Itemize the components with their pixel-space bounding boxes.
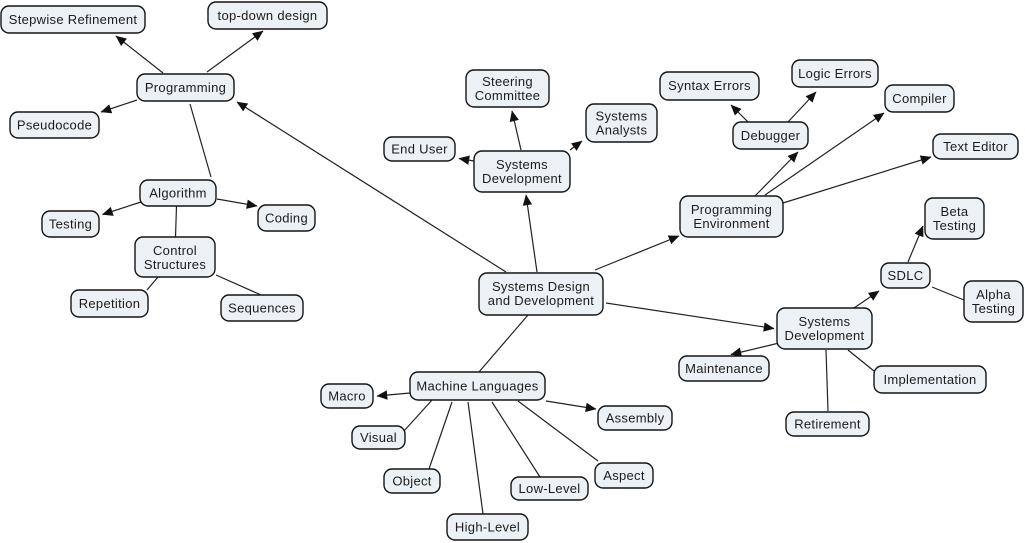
svg-text:Compiler: Compiler: [892, 91, 947, 106]
svg-text:Coding: Coding: [265, 211, 308, 226]
svg-text:Stepwise Refinement: Stepwise Refinement: [9, 12, 138, 27]
svg-text:Development: Development: [482, 171, 562, 186]
svg-text:Systems: Systems: [596, 109, 648, 124]
svg-text:Algorithm: Algorithm: [149, 186, 207, 201]
svg-text:Systems: Systems: [496, 157, 548, 172]
svg-text:End User: End User: [391, 142, 448, 157]
svg-text:Control: Control: [153, 243, 197, 258]
svg-text:Development: Development: [785, 328, 865, 343]
svg-text:Visual: Visual: [360, 430, 397, 445]
svg-text:Beta: Beta: [941, 204, 969, 219]
svg-text:Steering: Steering: [482, 74, 533, 89]
svg-text:top-down design: top-down design: [218, 8, 318, 23]
svg-text:Pseudocode: Pseudocode: [17, 118, 92, 133]
svg-text:Syntax Errors: Syntax Errors: [668, 78, 751, 93]
svg-text:Implementation: Implementation: [883, 372, 976, 387]
svg-text:and Development: and Development: [488, 293, 594, 308]
svg-text:Assembly: Assembly: [606, 411, 665, 426]
svg-text:Text Editor: Text Editor: [943, 139, 1008, 154]
svg-text:Aspect: Aspect: [603, 468, 645, 483]
svg-text:Systems: Systems: [799, 314, 851, 329]
svg-text:High-Level: High-Level: [455, 520, 520, 535]
svg-text:Object: Object: [392, 474, 431, 489]
svg-text:Alpha: Alpha: [976, 287, 1011, 302]
svg-text:Testing: Testing: [933, 218, 976, 233]
svg-text:Committee: Committee: [475, 88, 541, 103]
svg-text:Programming: Programming: [691, 202, 772, 217]
svg-text:Low-Level: Low-Level: [519, 481, 581, 496]
svg-text:Testing: Testing: [49, 217, 92, 232]
svg-text:Programming: Programming: [145, 80, 226, 95]
svg-text:Retirement: Retirement: [794, 417, 861, 432]
svg-text:Testing: Testing: [972, 301, 1015, 316]
svg-text:SDLC: SDLC: [888, 268, 924, 283]
svg-text:Analysts: Analysts: [596, 123, 648, 138]
svg-text:Maintenance: Maintenance: [685, 361, 763, 376]
svg-text:Debugger: Debugger: [741, 128, 801, 143]
svg-text:Macro: Macro: [328, 389, 366, 404]
svg-text:Repetition: Repetition: [79, 296, 141, 311]
svg-text:Systems Design: Systems Design: [492, 279, 590, 294]
svg-text:Sequences: Sequences: [228, 301, 296, 316]
svg-text:Logic Errors: Logic Errors: [798, 66, 872, 81]
svg-text:Structures: Structures: [144, 257, 206, 272]
svg-text:Environment: Environment: [693, 216, 769, 231]
svg-text:Machine Languages: Machine Languages: [416, 379, 538, 394]
